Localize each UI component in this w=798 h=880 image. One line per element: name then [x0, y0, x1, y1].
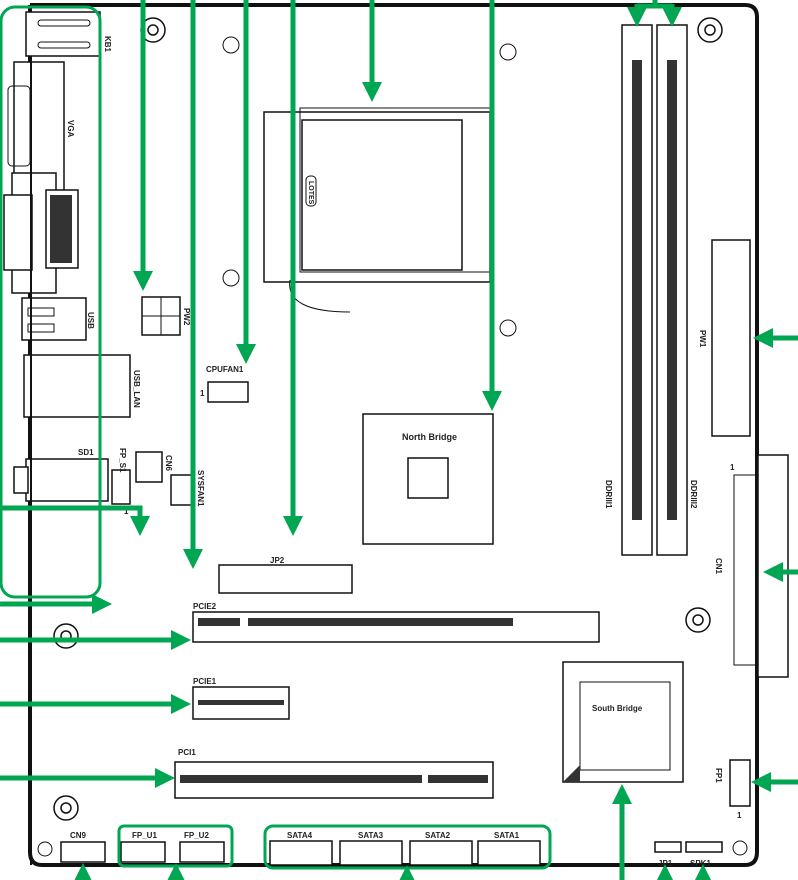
svg-text:SATA2: SATA2 — [425, 831, 451, 840]
usb-label: USB — [86, 312, 95, 329]
north-bridge: North Bridge — [362, 413, 494, 545]
svg-text:SPK1: SPK1 — [690, 859, 711, 868]
vga-label: VGA — [66, 120, 75, 138]
jp1-header: JP1 — [654, 841, 682, 868]
svg-text:SATA4: SATA4 — [287, 831, 313, 840]
cn9-header: CN9 — [60, 831, 106, 863]
svg-text:DDRIII1: DDRIII1 — [604, 480, 613, 509]
pw2-connector: PW2 — [141, 296, 191, 336]
svg-text:SATA3: SATA3 — [358, 831, 384, 840]
pci1-slot: PCI1 — [174, 748, 494, 799]
usb-connector: USB — [21, 297, 95, 341]
cpufan1-header: CPUFAN1 1 — [200, 365, 249, 403]
pcie2-slot: PCIE2 — [192, 602, 600, 643]
svg-text:CPUFAN1: CPUFAN1 — [206, 365, 244, 374]
pcie1-slot: PCIE1 — [192, 677, 290, 720]
kb1-label: KB1 — [103, 36, 112, 53]
svg-text:JP1: JP1 — [658, 859, 673, 868]
fp1-header: FP1 1 — [714, 759, 751, 820]
cpu-socket: LOTES — [263, 107, 491, 313]
south-bridge: South Bridge — [562, 661, 684, 783]
svg-text:PCIE2: PCIE2 — [193, 602, 217, 611]
svg-text:1: 1 — [124, 507, 129, 516]
svg-text:CN9: CN9 — [70, 831, 87, 840]
kb1-connector: KB1 — [25, 11, 112, 57]
svg-text:1: 1 — [737, 811, 742, 820]
sd1-label: SD1 — [78, 448, 94, 457]
cn1-connector: CN1 1 — [714, 454, 789, 678]
dvi-connector — [3, 172, 79, 294]
svg-text:SYSFAN1: SYSFAN1 — [196, 470, 205, 507]
svg-text:LOTES: LOTES — [307, 181, 314, 205]
board-outline — [28, 3, 759, 867]
svg-text:CN1: CN1 — [714, 558, 723, 575]
svg-text:1: 1 — [200, 389, 205, 398]
pw1-connector: PW1 — [698, 239, 751, 437]
svg-text:FP_U1: FP_U1 — [132, 831, 157, 840]
svg-text:CN6: CN6 — [164, 455, 173, 472]
fp-u1-header: FP_U1 — [120, 831, 166, 863]
svg-text:SATA1: SATA1 — [494, 831, 520, 840]
svg-text:FP1: FP1 — [714, 768, 723, 783]
sysfan1-header: SYSFAN1 — [170, 470, 205, 507]
svg-text:PW1: PW1 — [698, 330, 707, 348]
svg-text:PCIE1: PCIE1 — [193, 677, 217, 686]
fp-u2-header: FP_U2 — [179, 831, 225, 863]
spk1-header: SPK1 — [685, 841, 723, 868]
svg-text:South Bridge: South Bridge — [592, 704, 643, 713]
sata-connectors: SATA4 SATA3 SATA2 SATA1 — [269, 831, 541, 866]
svg-text:JP2: JP2 — [270, 556, 285, 565]
svg-text:PCI1: PCI1 — [178, 748, 196, 757]
sd1-connector: SD1 — [13, 448, 109, 502]
cn6-header: CN6 — [135, 451, 173, 483]
usb-lan-connector: USB_LAN — [23, 354, 141, 418]
fp-s1-header: FP_S1 1 — [111, 448, 131, 516]
svg-text:FP_S1: FP_S1 — [118, 448, 127, 473]
svg-text:DDRIII2: DDRIII2 — [689, 480, 698, 509]
rear-io-group-highlight — [0, 5, 102, 599]
svg-text:FP_U2: FP_U2 — [184, 831, 209, 840]
svg-text:1: 1 — [730, 463, 735, 472]
jp2-header: JP2 — [218, 556, 353, 594]
usb-lan-label: USB_LAN — [132, 370, 141, 408]
svg-text:North Bridge: North Bridge — [402, 432, 457, 442]
ddr-slots: DDRIII1 DDRIII2 — [604, 24, 698, 556]
mounting-holes — [37, 17, 748, 857]
svg-text:PW2: PW2 — [182, 308, 191, 326]
